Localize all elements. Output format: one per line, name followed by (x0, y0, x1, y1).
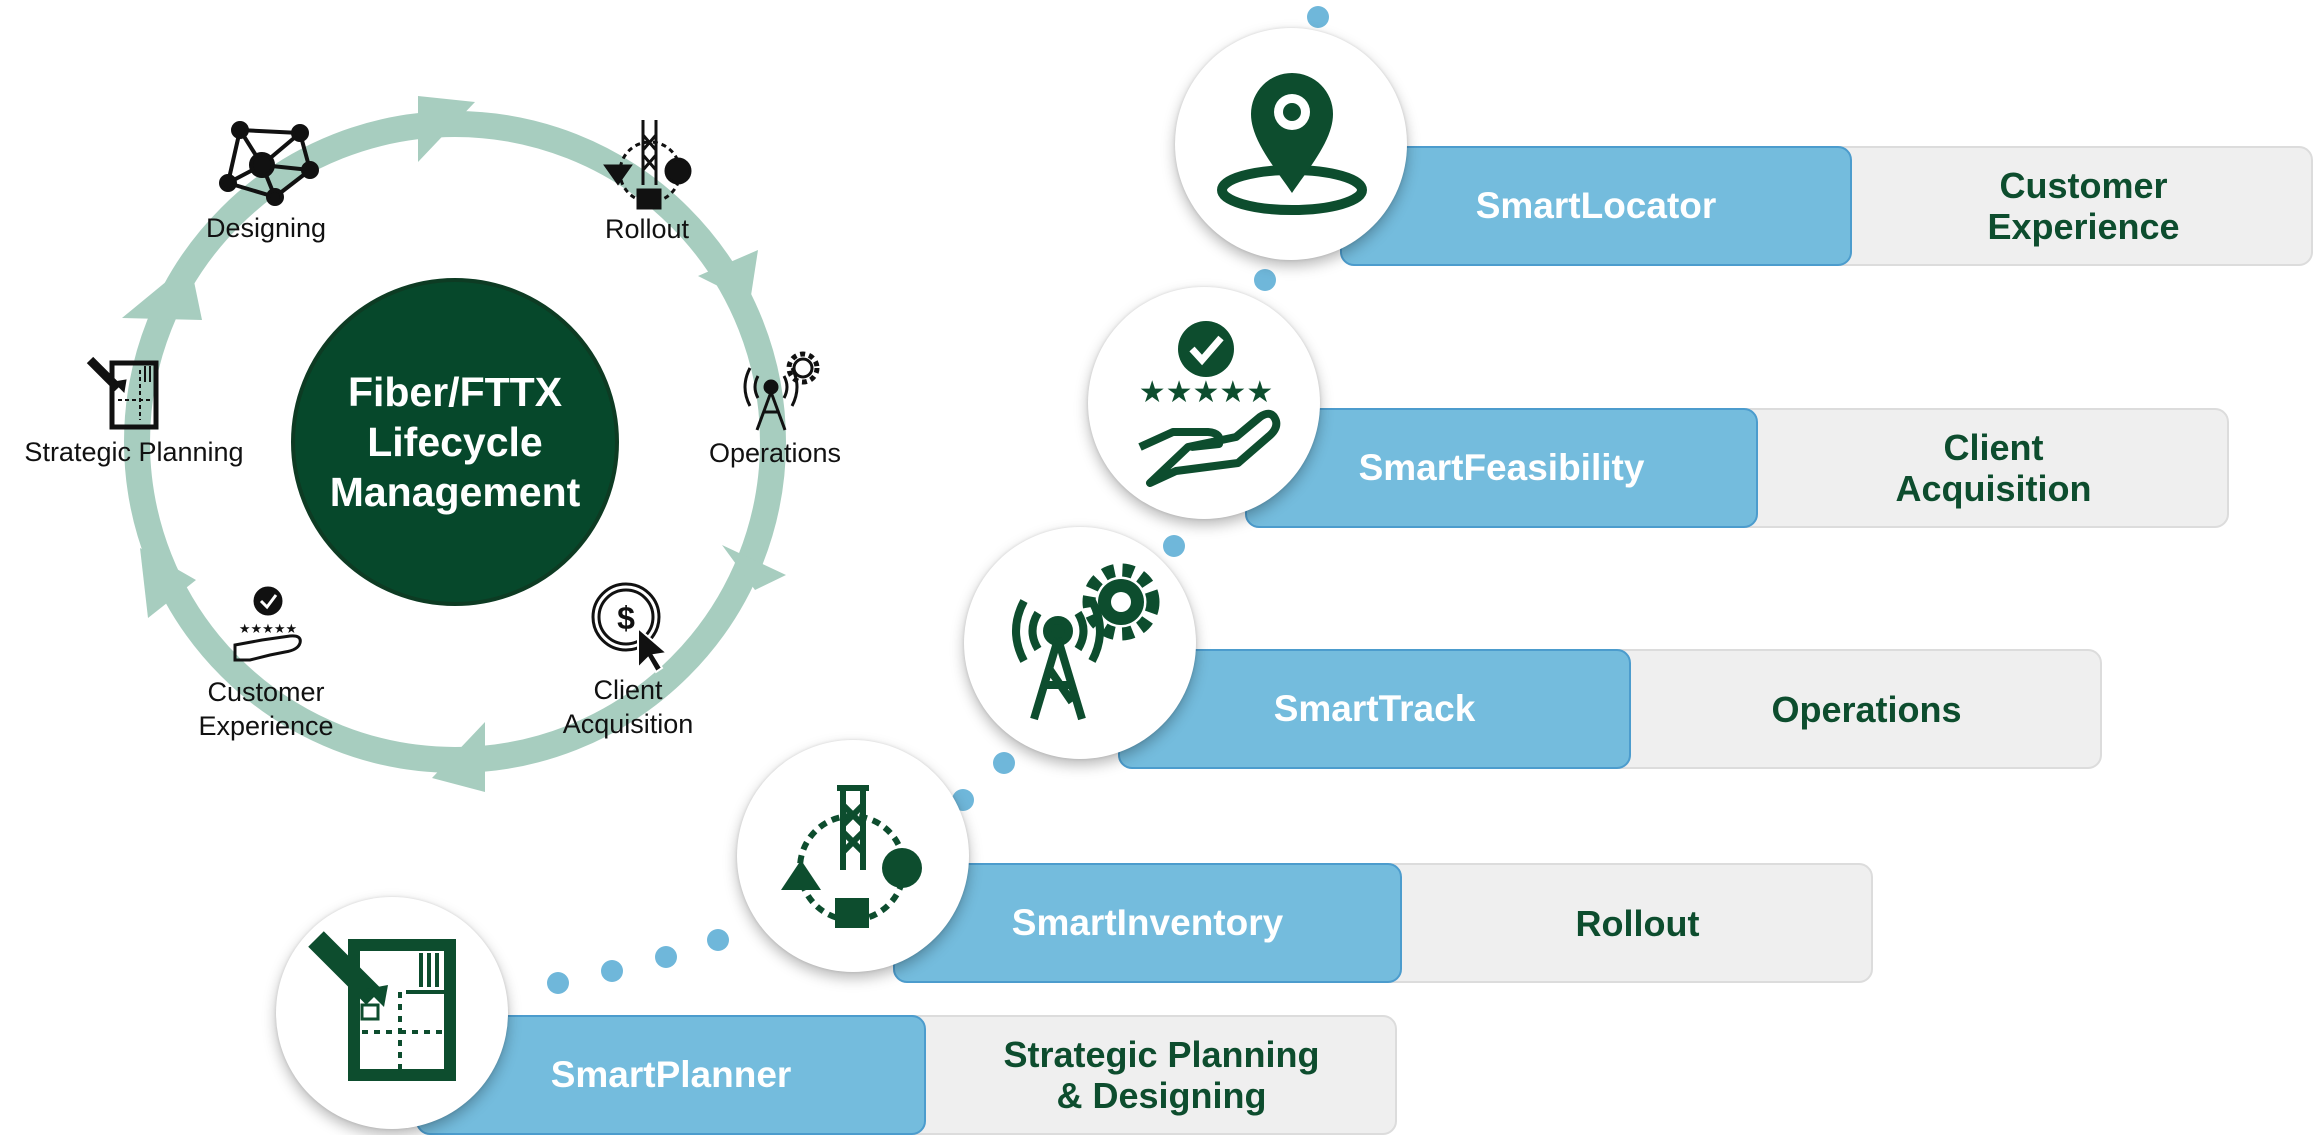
ring-arrow (722, 545, 786, 590)
network-nodes-icon (219, 121, 319, 206)
svg-text:★★★★★: ★★★★★ (1139, 375, 1273, 410)
blueprint-pencil-icon-small (86, 356, 159, 430)
stage-label-strategic-planning: Strategic Planning (24, 437, 244, 467)
product-name-smartinventory: SmartInventory (893, 863, 1402, 983)
antenna-gear-icon (964, 527, 1196, 759)
category-label: Customer Experience (1987, 165, 2180, 247)
blueprint-pencil-icon (276, 897, 508, 1129)
stage-label-designing: Designing (205, 213, 327, 243)
connector-dot (1163, 535, 1185, 557)
category-label: Client Acquisition (1895, 427, 2092, 509)
product-row-smartfeasibility: SmartFeasibility Client Acquisition (1245, 408, 2229, 528)
connector-dot (1307, 6, 1329, 28)
connector-dot (655, 946, 677, 968)
ring-arrow (418, 96, 475, 162)
center-circle (291, 278, 619, 606)
product-name-smartplanner: SmartPlanner (416, 1015, 926, 1135)
connector-dot (1254, 269, 1276, 291)
hand-stars-icon-small: ★★★★★ (233, 586, 302, 662)
stage-label-customer-experience: Customer Experience (198, 677, 334, 741)
tower-flow-icon-small (603, 120, 692, 210)
ring-arrowheads (122, 96, 786, 792)
product-name-smartlocator: SmartLocator (1340, 146, 1852, 266)
ring-arrow (140, 548, 196, 618)
stage-label-operations: Operations (708, 438, 842, 468)
ring-arrow (122, 262, 202, 320)
connector-dot (601, 960, 623, 982)
category-label: Rollout (1575, 902, 1700, 944)
product-row-smartlocator: SmartLocator Customer Experience (1340, 146, 2313, 266)
antenna-gear-icon-small (743, 351, 820, 431)
center-title: Fiber/FTTX Lifecycle Management (329, 369, 581, 515)
svg-text:$: $ (617, 600, 635, 636)
location-pin-icon (1175, 28, 1407, 260)
connector-dot (547, 972, 569, 994)
stage-label-client-acquisition: Client Acquisition (562, 675, 694, 739)
stage-label-rollout: Rollout (604, 214, 690, 244)
ring-arrow (432, 722, 485, 792)
connector-dot (707, 929, 729, 951)
category-label: Operations (1771, 688, 1962, 730)
category-label: Strategic Planning & Designing (1003, 1034, 1320, 1116)
ring-arrow (698, 250, 758, 302)
dollar-click-icon-small: $ (591, 582, 670, 674)
product-row-smartplanner: SmartPlanner Strategic Planning & Design… (416, 1015, 1397, 1135)
product-row-smarttrack: SmartTrack Operations (1118, 649, 2102, 769)
connector-dot (993, 752, 1015, 774)
product-row-smartinventory: SmartInventory Rollout (893, 863, 1873, 983)
hand-stars-check-icon: ★★★★★ (1088, 287, 1320, 519)
tower-flow-icon (737, 740, 969, 972)
svg-text:★★★★★: ★★★★★ (239, 622, 297, 637)
product-name-smartfeasibility: SmartFeasibility (1245, 408, 1758, 528)
